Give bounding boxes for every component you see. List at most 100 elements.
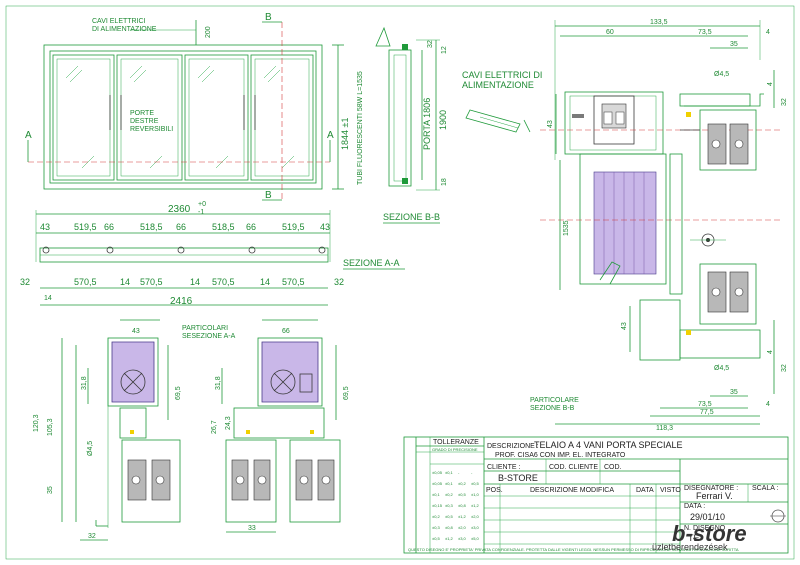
bb-dim-18: 18 [441,178,448,186]
tolerance-cell: ±0,5 [432,536,441,541]
tolerance-cell: ±0,2 [432,514,441,519]
detail-aa-title-1: PARTICOLARI [182,325,228,332]
detail-bb: CAVI ELETTRICI DI ALIMENTAZIONE 133,5 60… [462,19,788,432]
detail-aa-dim-695a: 69,5 [175,386,182,400]
tolerance-cell: ±0,1 [445,470,454,475]
bb-dim-32a: 32 [781,98,788,106]
bb-dim-4a: 4 [766,29,770,36]
bb-dim-32: 32 [427,40,434,48]
detail-aa-dim-1053: 105,3 [47,418,54,436]
cables-label-1: CAVI ELETTRICI [92,18,146,25]
scale-label: SCALA : [752,485,779,492]
aa-bottom-dim: 32 [20,277,30,287]
aa-bottom-dim: 570,5 [212,277,235,287]
profile-left-bottom [121,439,181,523]
tolerance-cell: ±3,0 [458,536,467,541]
detail-bb-cables-2: ALIMENTAZIONE [462,80,534,90]
detail-aa-dim-267: 26,7 [211,420,218,434]
bb-dim-43b: 43 [621,322,628,330]
date-label: DATA : [684,503,705,510]
bb-dim-4b: 4 [767,82,774,86]
tolerance-cell: ±2,0 [471,514,480,519]
detail-aa-dim-66: 66 [282,328,290,335]
date-col-label: DATA [636,487,654,494]
tolerance-cell: - [471,470,473,475]
detail-aa-dim-695b: 69,5 [343,386,350,400]
description-label: DESCRIZIONE : [487,443,539,450]
detail-aa-dim-32: 32 [88,533,96,540]
bb-dim-4c: 4 [767,350,774,354]
tolerance-cell: ±0,2 [458,481,467,486]
modification-label: DESCRIZIONE MODIFICA [530,487,614,494]
logo-tagline: üzletberendezések [652,542,728,552]
aa-bottom-dim: 14 [260,277,270,287]
section-mark-b-top: B [265,12,272,23]
profile-right-top [257,337,323,407]
bb-dim-45a: Ø4,5 [714,71,729,78]
section-aa-title: SEZIONE A-A [343,258,400,268]
tolerance-cell: ±1,2 [445,536,454,541]
tolerance-cell: ±0,3 [445,503,454,508]
detail-aa: PARTICOLARI SESEZIONE A-A 43 120,3 105,3… [33,319,350,541]
bb-dim-43a: 43 [547,120,554,128]
detail-bb-title-2: SEZIONE B-B [530,405,575,412]
tolerance-cell: ±1,2 [458,514,467,519]
aa-bottom-dim: 32 [334,277,344,287]
bb-dim-1335: 133,5 [650,19,668,26]
tolerance-cell: ±0,15 [432,503,443,508]
aa-top-dim: 66 [104,222,114,232]
visto-label: VISTO [660,487,681,494]
tolerance-cell: ±1,0 [471,492,480,497]
section-mark-a-left: A [25,130,32,141]
bb-dim-35b: 35 [730,389,738,396]
front-view: A A B B CAVI ELETTRICI DI ALIMENTAZIONE … [25,12,364,201]
aa-bottom-dim: 570,5 [74,277,97,287]
section-mark-b-bottom: B [265,190,272,201]
aa-tol-plus: +0 [198,201,206,208]
tolerance-cell: ±0,8 [445,525,454,530]
tolerance-cell: ±3,0 [471,525,480,530]
tolerance-table: ±0,05±0,1--±0,05±0,1±0,2±0,5±0,1±0,2±0,5… [432,470,480,541]
title-block: TOLLERANZE GRADO DI PRECISIONE ±0,05±0,1… [403,436,789,554]
bb-dim-735b: 73,5 [698,401,712,408]
tolerances-title: TOLLERANZE [433,439,479,446]
door-panel-2 [116,54,183,181]
bb-dim-1900: 1900 [438,110,448,130]
doors-label-1: PORTE [130,110,154,117]
bb-dim-1535: 1535 [563,220,570,236]
tolerance-cell: ±0,8 [458,503,467,508]
pos-label: POS. [486,487,503,494]
bb-dim-60: 60 [606,29,614,36]
detail-aa-dim-318b: 31,8 [215,376,222,390]
tolerance-cell: ±0,1 [432,492,441,497]
aa-top-dim: 43 [320,222,330,232]
detail-aa-dim-33: 33 [248,525,256,532]
detail-aa-dim-318a: 31,8 [81,376,88,390]
code-label: COD. [604,464,622,471]
description-1: TELAIO A 4 VANI PORTA SPECIALE [534,440,683,450]
sheet-border [5,5,795,560]
tolerance-cell: ±1,2 [471,503,480,508]
frame-outer [43,44,323,190]
tolerance-cell: ±0,5 [445,514,454,519]
tolerance-cell: ±0,3 [432,525,441,530]
aa-overall-top: 2360 [168,204,191,215]
aa-top-dim: 43 [40,222,50,232]
aa-small-14: 14 [44,295,52,302]
drawing-no-label: N. DISEGNO [684,525,726,532]
door-panel-1 [52,54,115,181]
tolerance-cell: ±0,1 [445,481,454,486]
tolerance-cell: ±0,05 [432,481,443,486]
aa-overall-bottom: 2416 [170,296,193,307]
dim-top-200: 200 [205,26,212,38]
aa-bottom-dim: 14 [120,277,130,287]
aa-bottom-dim: 570,5 [282,277,305,287]
section-mark-a-right: A [327,130,334,141]
client-name: B-STORE [498,473,538,483]
profile-right-bottom-right [289,439,341,523]
drawing-no: TE [688,533,700,543]
door-panel-3 [184,54,249,181]
